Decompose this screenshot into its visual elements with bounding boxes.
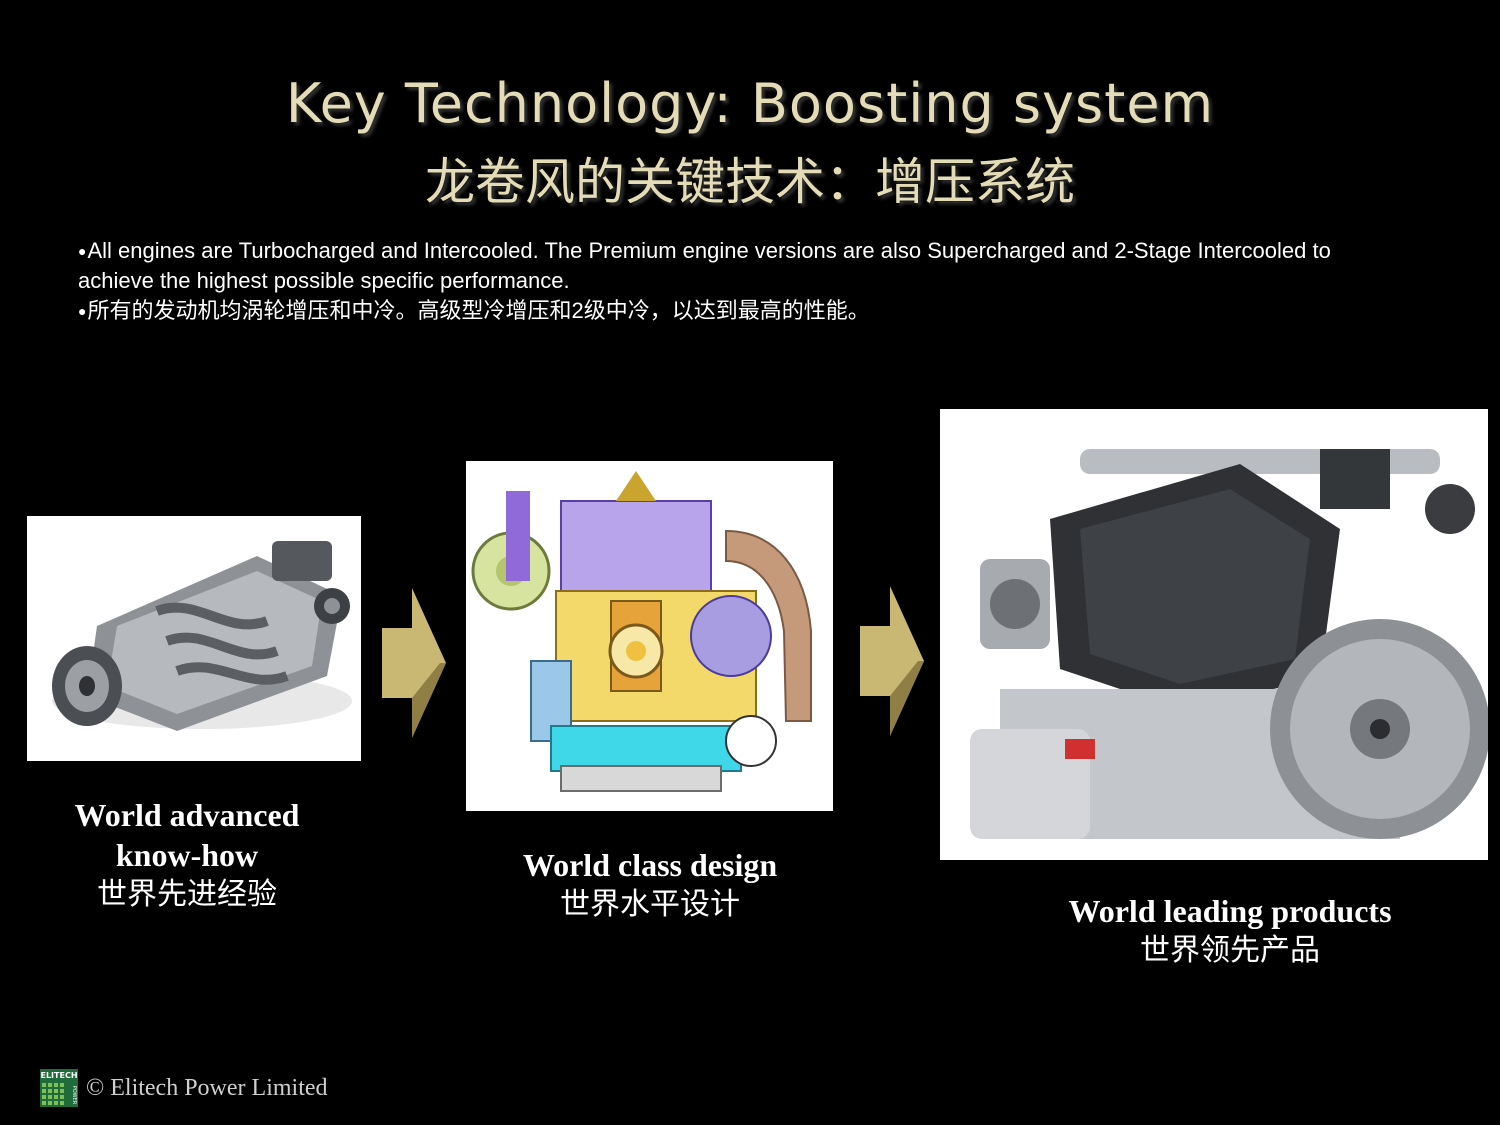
bullet-item-chinese: ●所有的发动机均涡轮增压和中冷。高级型冷增压和2级中冷，以达到最高的性能。 — [78, 298, 870, 323]
supercharger-illustration — [27, 516, 361, 761]
caption-zh: 世界领先产品 — [1140, 933, 1320, 968]
bullet-list: ●All engines are Turbocharged and Interc… — [78, 236, 1368, 326]
arrow-right-icon — [860, 586, 924, 736]
page-title: Key Technology: Boosting system — [285, 72, 1215, 135]
bullet-item-english: ●All engines are Turbocharged and Interc… — [78, 238, 1331, 293]
footer: ELITECH POWER © Elitech Power Limited — [40, 1068, 328, 1108]
caption-zh: 世界先进经验 — [97, 877, 277, 912]
logo-subtext: POWER — [71, 1086, 77, 1105]
engine-product-illustration — [940, 409, 1488, 860]
caption-know-how: World advanced know-how 世界先进经验 — [37, 795, 337, 915]
caption-en-line1: World advanced — [74, 797, 300, 833]
caption-en: World class design — [522, 847, 778, 883]
bullet-icon: ● — [78, 243, 87, 259]
engine-cross-section-illustration — [466, 461, 833, 811]
caption-zh: 世界水平设计 — [560, 887, 740, 922]
caption-design: World class design 世界水平设计 — [480, 845, 820, 925]
bullet-icon: ● — [78, 303, 87, 319]
engine-product-image — [940, 409, 1488, 860]
caption-en-line2: know-how — [115, 837, 259, 873]
elitech-logo-icon: ELITECH POWER — [40, 1069, 78, 1107]
page-subtitle-chinese: 龙卷风的关键技术：增压系统 — [425, 153, 1075, 211]
arrow-right-icon — [382, 588, 446, 738]
logo-text: ELITECH — [40, 1071, 77, 1080]
engine-design-image — [466, 461, 833, 811]
supercharger-image — [27, 516, 361, 761]
copyright-text: © Elitech Power Limited — [86, 1074, 328, 1101]
caption-en: World leading products — [1068, 893, 1392, 929]
caption-products: World leading products 世界领先产品 — [1000, 891, 1460, 971]
